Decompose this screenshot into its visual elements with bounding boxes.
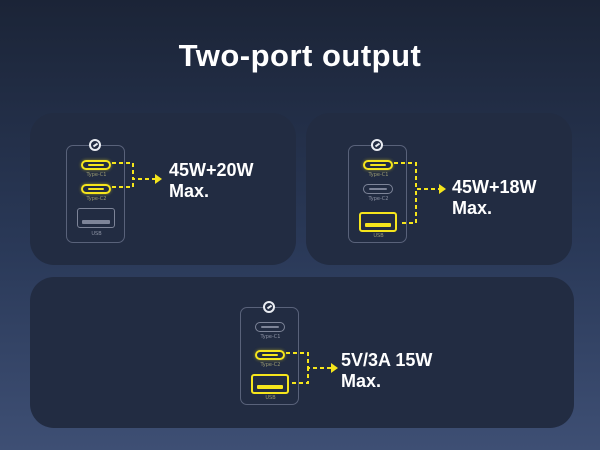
output-panel-c1-c2: Type-C1 Type-C2 USB 45W+20W Max. [30, 113, 296, 265]
dashed-arrow-icon [286, 352, 338, 384]
usb-port [359, 212, 397, 232]
type-c2-label: Type-C2 [260, 362, 281, 368]
type-c2-port [81, 184, 111, 194]
output-max-label: Max. [452, 198, 493, 218]
type-c2-port [363, 184, 393, 194]
dashed-arrow-icon [112, 162, 162, 188]
type-c2-label: Type-C2 [86, 196, 107, 202]
output-panel-c2-usb: Type-C1 Type-C2 USB 5V/3A 15W Max. [30, 277, 574, 428]
charger-diagram: Type-C1 Type-C2 USB [348, 139, 407, 243]
output-max-label: Max. [341, 371, 382, 391]
usb-port [251, 374, 289, 394]
type-c2-port [255, 350, 285, 360]
output-spec: 45W+18W Max. [452, 177, 537, 219]
usb-label: USB [265, 395, 276, 401]
type-c1-port [363, 160, 393, 170]
page-title: Two-port output [178, 38, 422, 73]
type-c1-label: Type-C1 [86, 172, 107, 178]
type-c1-port [255, 322, 285, 332]
type-c2-label: Type-C2 [368, 196, 389, 202]
charger-logo-icon [263, 301, 275, 313]
output-spec: 5V/3A 15W Max. [341, 350, 432, 392]
charger-logo-icon [89, 139, 101, 151]
type-c1-port [81, 160, 111, 170]
charger-diagram: Type-C1 Type-C2 USB [240, 301, 299, 405]
output-wattage: 45W+20W [169, 160, 254, 180]
output-max-label: Max. [169, 181, 210, 201]
output-wattage: 45W+18W [452, 177, 537, 197]
usb-port [77, 208, 115, 228]
type-c1-label: Type-C1 [368, 172, 389, 178]
charger-logo-icon [371, 139, 383, 151]
type-c1-label: Type-C1 [260, 334, 281, 340]
usb-label: USB [91, 231, 102, 237]
output-wattage: 5V/3A 15W [341, 350, 433, 370]
output-panel-c1-usb: Type-C1 Type-C2 USB 45W+18W Max. [306, 113, 572, 265]
charger-diagram: Type-C1 Type-C2 USB [66, 139, 125, 243]
output-spec: 45W+20W Max. [169, 160, 254, 202]
dashed-arrow-icon [394, 162, 446, 224]
usb-label: USB [373, 233, 384, 239]
